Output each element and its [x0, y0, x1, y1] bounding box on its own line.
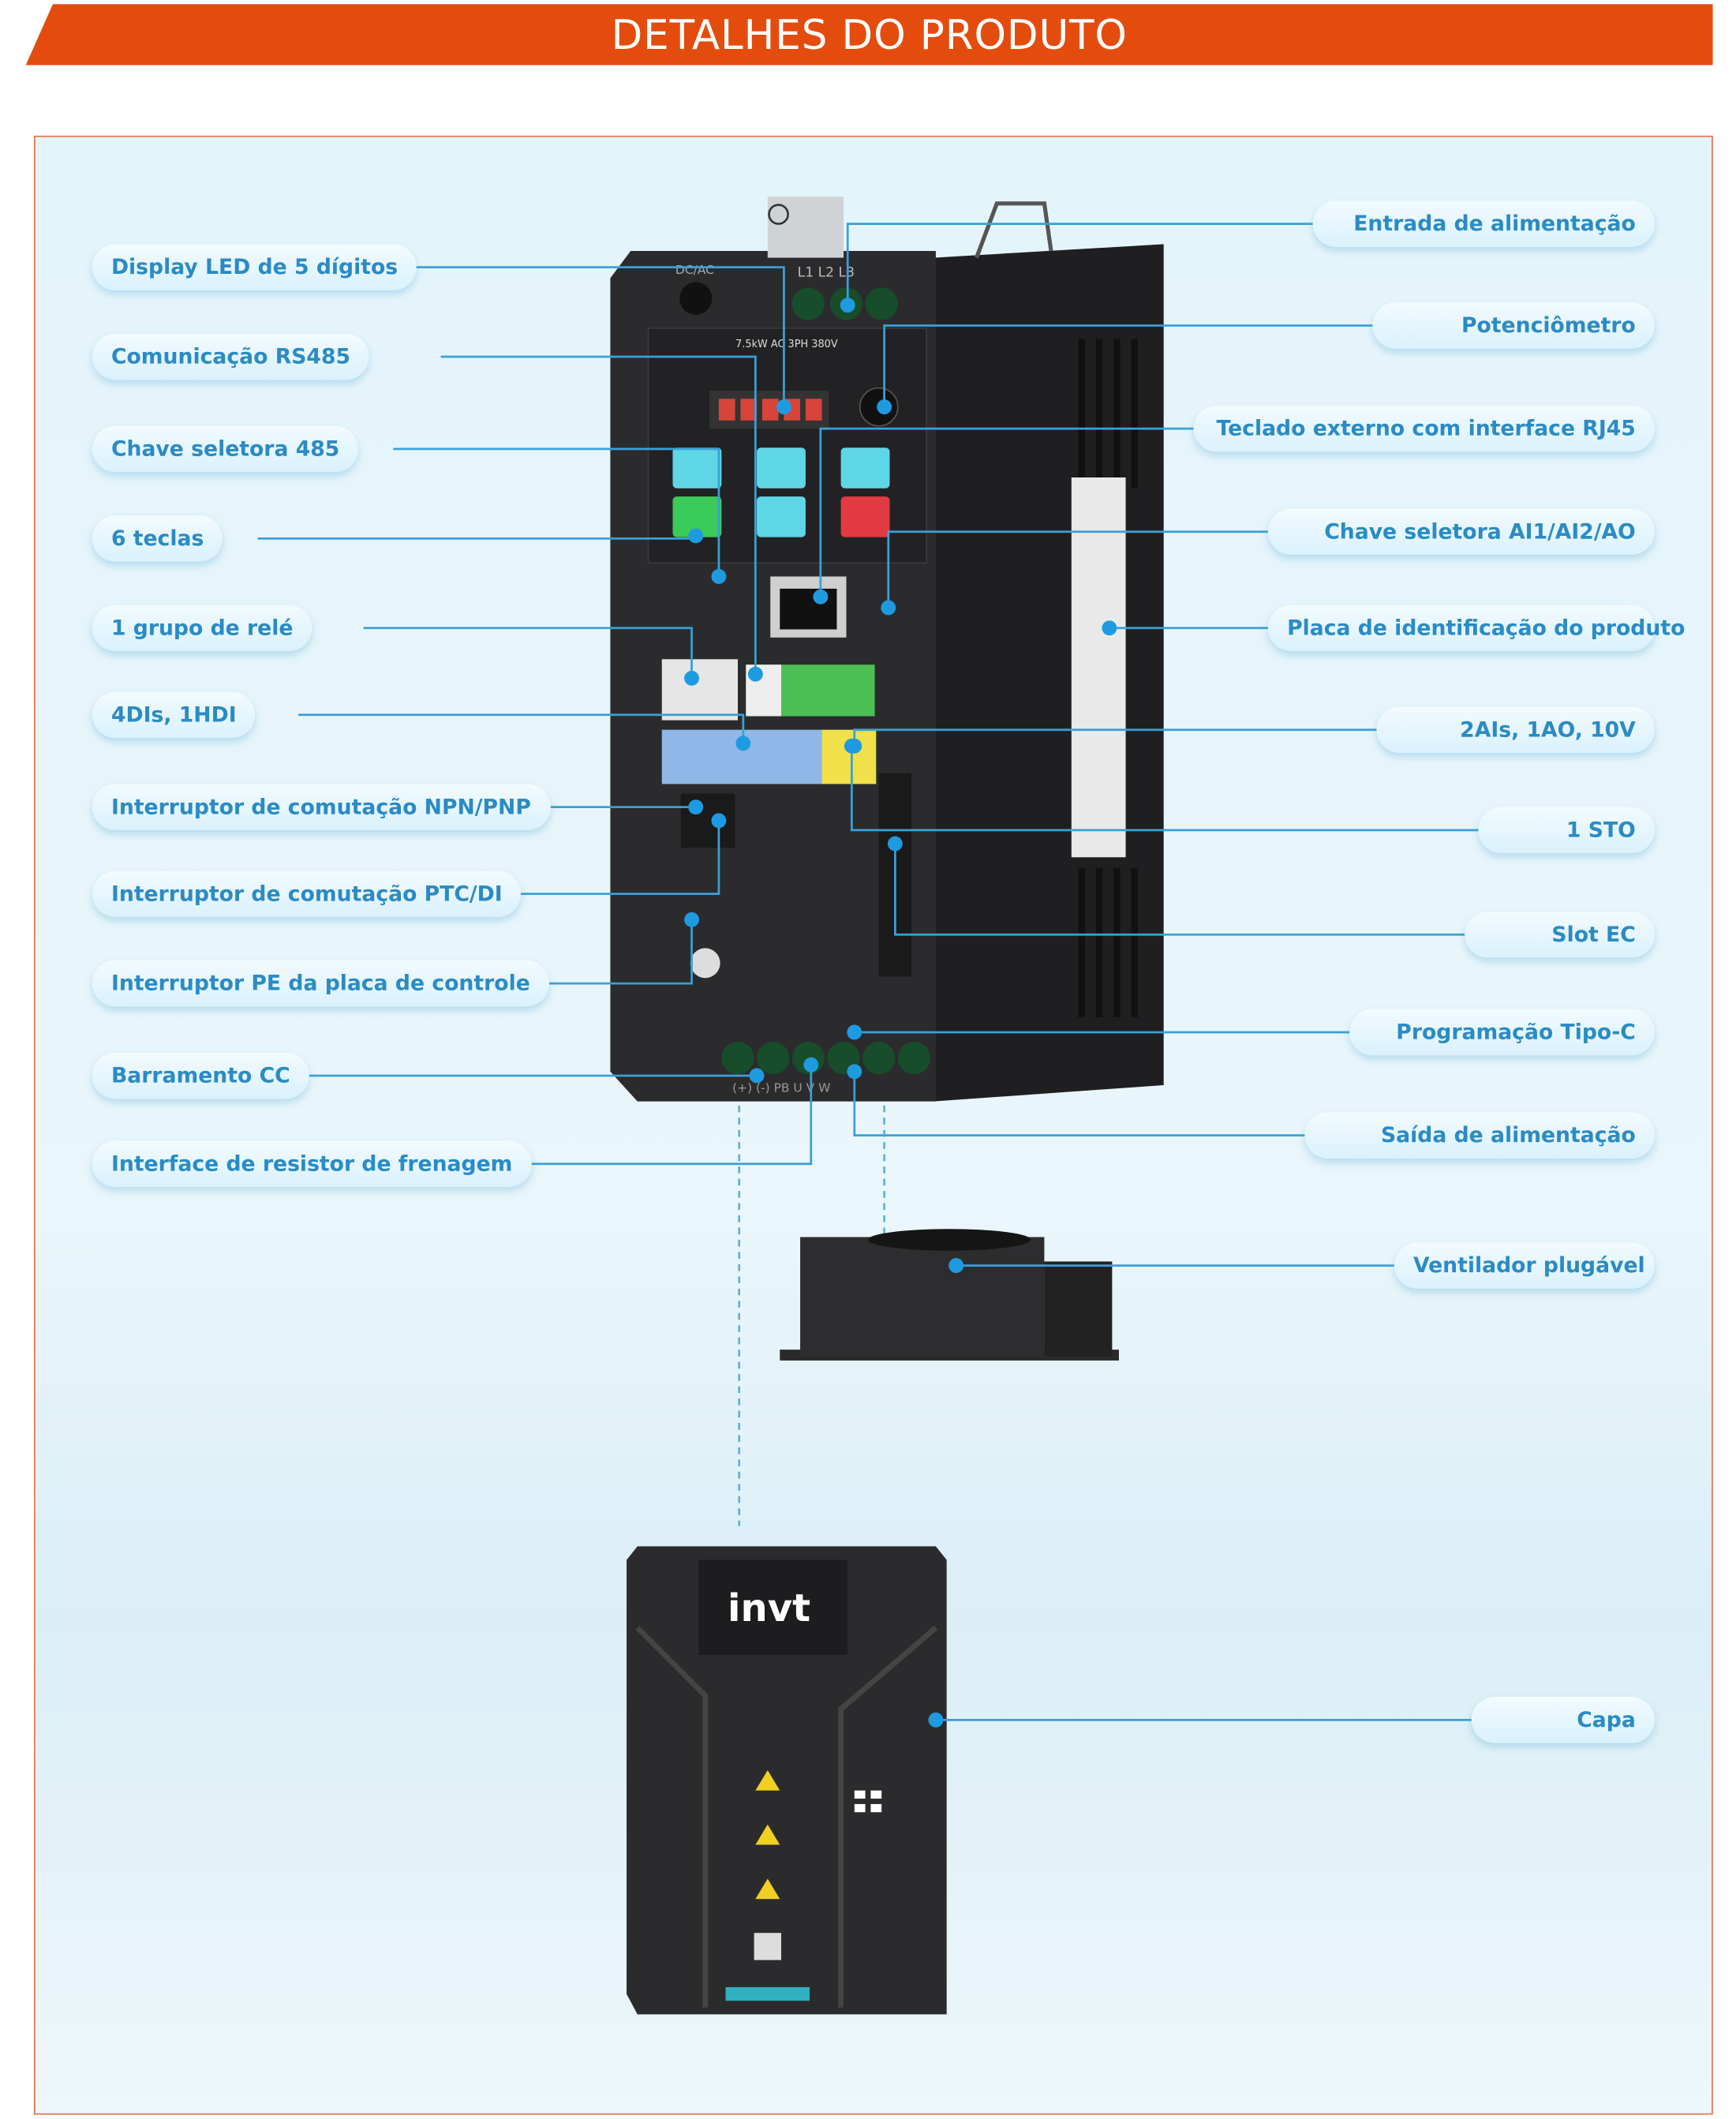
leader-line [363, 627, 693, 679]
leader-line [894, 844, 1465, 936]
invt-logo: invt [728, 1586, 810, 1630]
callout-label: 4DIs, 1HDI [92, 691, 256, 738]
callout-label: Chave seletora AI1/AI2/AO [1268, 508, 1655, 555]
callout-label: Barramento CC [92, 1052, 309, 1099]
callout-dot [803, 1057, 819, 1073]
keys [672, 447, 890, 537]
callout-dot [684, 912, 700, 927]
leader-line [851, 746, 1479, 832]
input-terminal-label: L1 L2 L3 [798, 265, 855, 281]
dcac-label: DC/AC [675, 263, 714, 277]
leader-line [440, 355, 757, 675]
callout-dot [881, 600, 896, 616]
callout-label: Placa de identificação do produto [1268, 605, 1685, 651]
callout-dot [928, 1712, 944, 1728]
leader-line [393, 266, 785, 407]
leader-lines [257, 223, 1479, 1728]
callout-label: Interruptor de comutação NPN/PNP [92, 784, 550, 830]
callout-label: 1 STO [1478, 807, 1655, 854]
callout-dot [847, 1064, 862, 1080]
callout-label: Entrada de alimentação [1312, 200, 1655, 247]
callout-dot [688, 799, 704, 815]
callout-dot [776, 399, 791, 415]
callout-dot [749, 1068, 765, 1084]
relay-terminal [661, 659, 738, 721]
callout-dot [711, 569, 727, 584]
callout-label: 6 teclas [92, 515, 223, 562]
callout-dot [847, 1024, 862, 1040]
mounting-clip [975, 201, 1053, 259]
warning-icon [755, 1824, 780, 1845]
cover: invt [627, 1546, 947, 2015]
sto-terminal [821, 729, 877, 784]
callout-label: Programação Tipo-C [1349, 1009, 1655, 1056]
callout-label: Teclado externo com interface RJ45 [1193, 405, 1655, 452]
section-title: DETALHES DO PRODUTO [611, 12, 1128, 60]
leader-line [298, 713, 745, 743]
inverter-side-panel [933, 244, 1164, 1102]
callout-label: Chave seletora 485 [92, 425, 359, 473]
leader-line [819, 427, 1194, 597]
callout-label: Interface de resistor de frenagem [92, 1140, 532, 1187]
callout-label: Comunicação RS485 [92, 333, 370, 380]
nameplate [1071, 477, 1126, 858]
warning-icon [755, 1878, 780, 1900]
callout-label: Ventilador plugável [1394, 1242, 1655, 1289]
ground-icon [768, 204, 789, 225]
callout-dot [735, 736, 751, 751]
plug-in-fan [780, 1229, 1119, 1361]
leader-line [393, 447, 720, 577]
leader-line [887, 530, 1269, 608]
callout-label: Interruptor PE da placa de controle [92, 960, 549, 1007]
callout-dot [844, 738, 859, 754]
vent-slots [1078, 339, 1139, 1018]
leader-line [853, 1071, 1305, 1136]
callout-dot [684, 670, 700, 686]
callout-dot [877, 399, 892, 415]
callout-dot [813, 589, 829, 605]
callout-label: 1 grupo de relé [92, 605, 312, 651]
warning-icon [755, 1769, 780, 1791]
callout-dot [747, 666, 763, 682]
callout-label: 2AIs, 1AO, 10V [1376, 706, 1655, 753]
callout-label: Display LED de 5 dígitos [92, 244, 417, 290]
callout-label: Interruptor de comutação PTC/DI [92, 870, 522, 917]
leader-line [883, 324, 1373, 407]
callout-label: Slot EC [1465, 912, 1655, 958]
leader-line [467, 1065, 813, 1166]
qr-code [754, 1933, 781, 1960]
leader-line [488, 919, 693, 985]
section-header: DETALHES DO PRODUTO [25, 4, 1713, 66]
ground-terminal [767, 197, 844, 258]
callout-label: Saída de alimentação [1304, 1112, 1655, 1159]
leader-line [846, 223, 1313, 305]
callout-label: Capa [1471, 1697, 1655, 1743]
callout-dot [948, 1258, 964, 1274]
callout-dot [1102, 620, 1117, 636]
callout-dot [840, 298, 855, 313]
callout-dot [887, 836, 903, 852]
callout-label: Potenciômetro [1372, 302, 1655, 349]
output-terminal-label: (+) (-) PB U V W [732, 1081, 830, 1095]
rating-label: 7.5kW AC 3PH 380V [735, 339, 838, 350]
pe-switch [690, 948, 720, 979]
callout-dot [688, 528, 704, 544]
callout-dot [711, 813, 727, 829]
leader-line [481, 820, 720, 896]
